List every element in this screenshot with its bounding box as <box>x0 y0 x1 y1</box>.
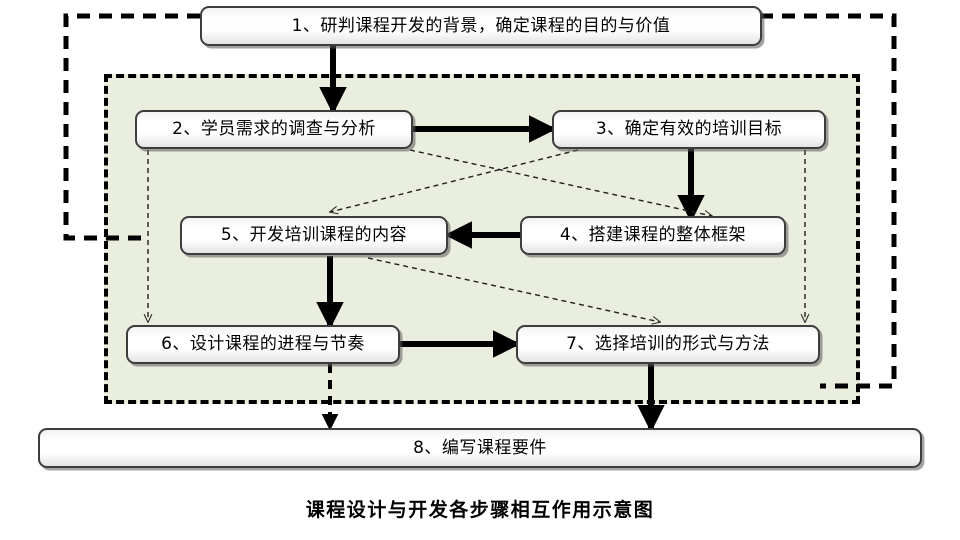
node-step-1[interactable]: 1、研判课程开发的背景，确定课程的目的与价值 <box>200 6 762 46</box>
node-step-3[interactable]: 3、确定有效的培训目标 <box>552 110 826 149</box>
node-step-6[interactable]: 6、设计课程的进程与节奏 <box>126 325 400 364</box>
node-step-3-label: 3、确定有效的培训目标 <box>595 119 783 139</box>
node-step-2[interactable]: 2、学员需求的调查与分析 <box>135 110 413 149</box>
node-step-8-label: 8、编写课程要件 <box>413 437 547 458</box>
diagram-title: 课程设计与开发各步骤相互作用示意图 <box>0 495 960 522</box>
node-step-5[interactable]: 5、开发培训课程的内容 <box>180 216 448 255</box>
node-step-7-label: 7、选择培训的形式与方法 <box>566 334 770 354</box>
node-step-4[interactable]: 4、搭建课程的整体框架 <box>520 216 786 255</box>
node-step-2-label: 2、学员需求的调查与分析 <box>172 119 376 139</box>
node-step-5-label: 5、开发培训课程的内容 <box>220 225 408 245</box>
node-step-6-label: 6、设计课程的进程与节奏 <box>161 334 365 354</box>
node-step-8[interactable]: 8、编写课程要件 <box>38 428 922 468</box>
diagram-title-text: 课程设计与开发各步骤相互作用示意图 <box>305 499 655 521</box>
inner-group-dashed-frame <box>104 74 860 404</box>
node-step-1-label: 1、研判课程开发的背景，确定课程的目的与价值 <box>291 15 671 36</box>
node-step-7[interactable]: 7、选择培训的形式与方法 <box>516 325 820 364</box>
node-step-4-label: 4、搭建课程的整体框架 <box>559 225 747 245</box>
